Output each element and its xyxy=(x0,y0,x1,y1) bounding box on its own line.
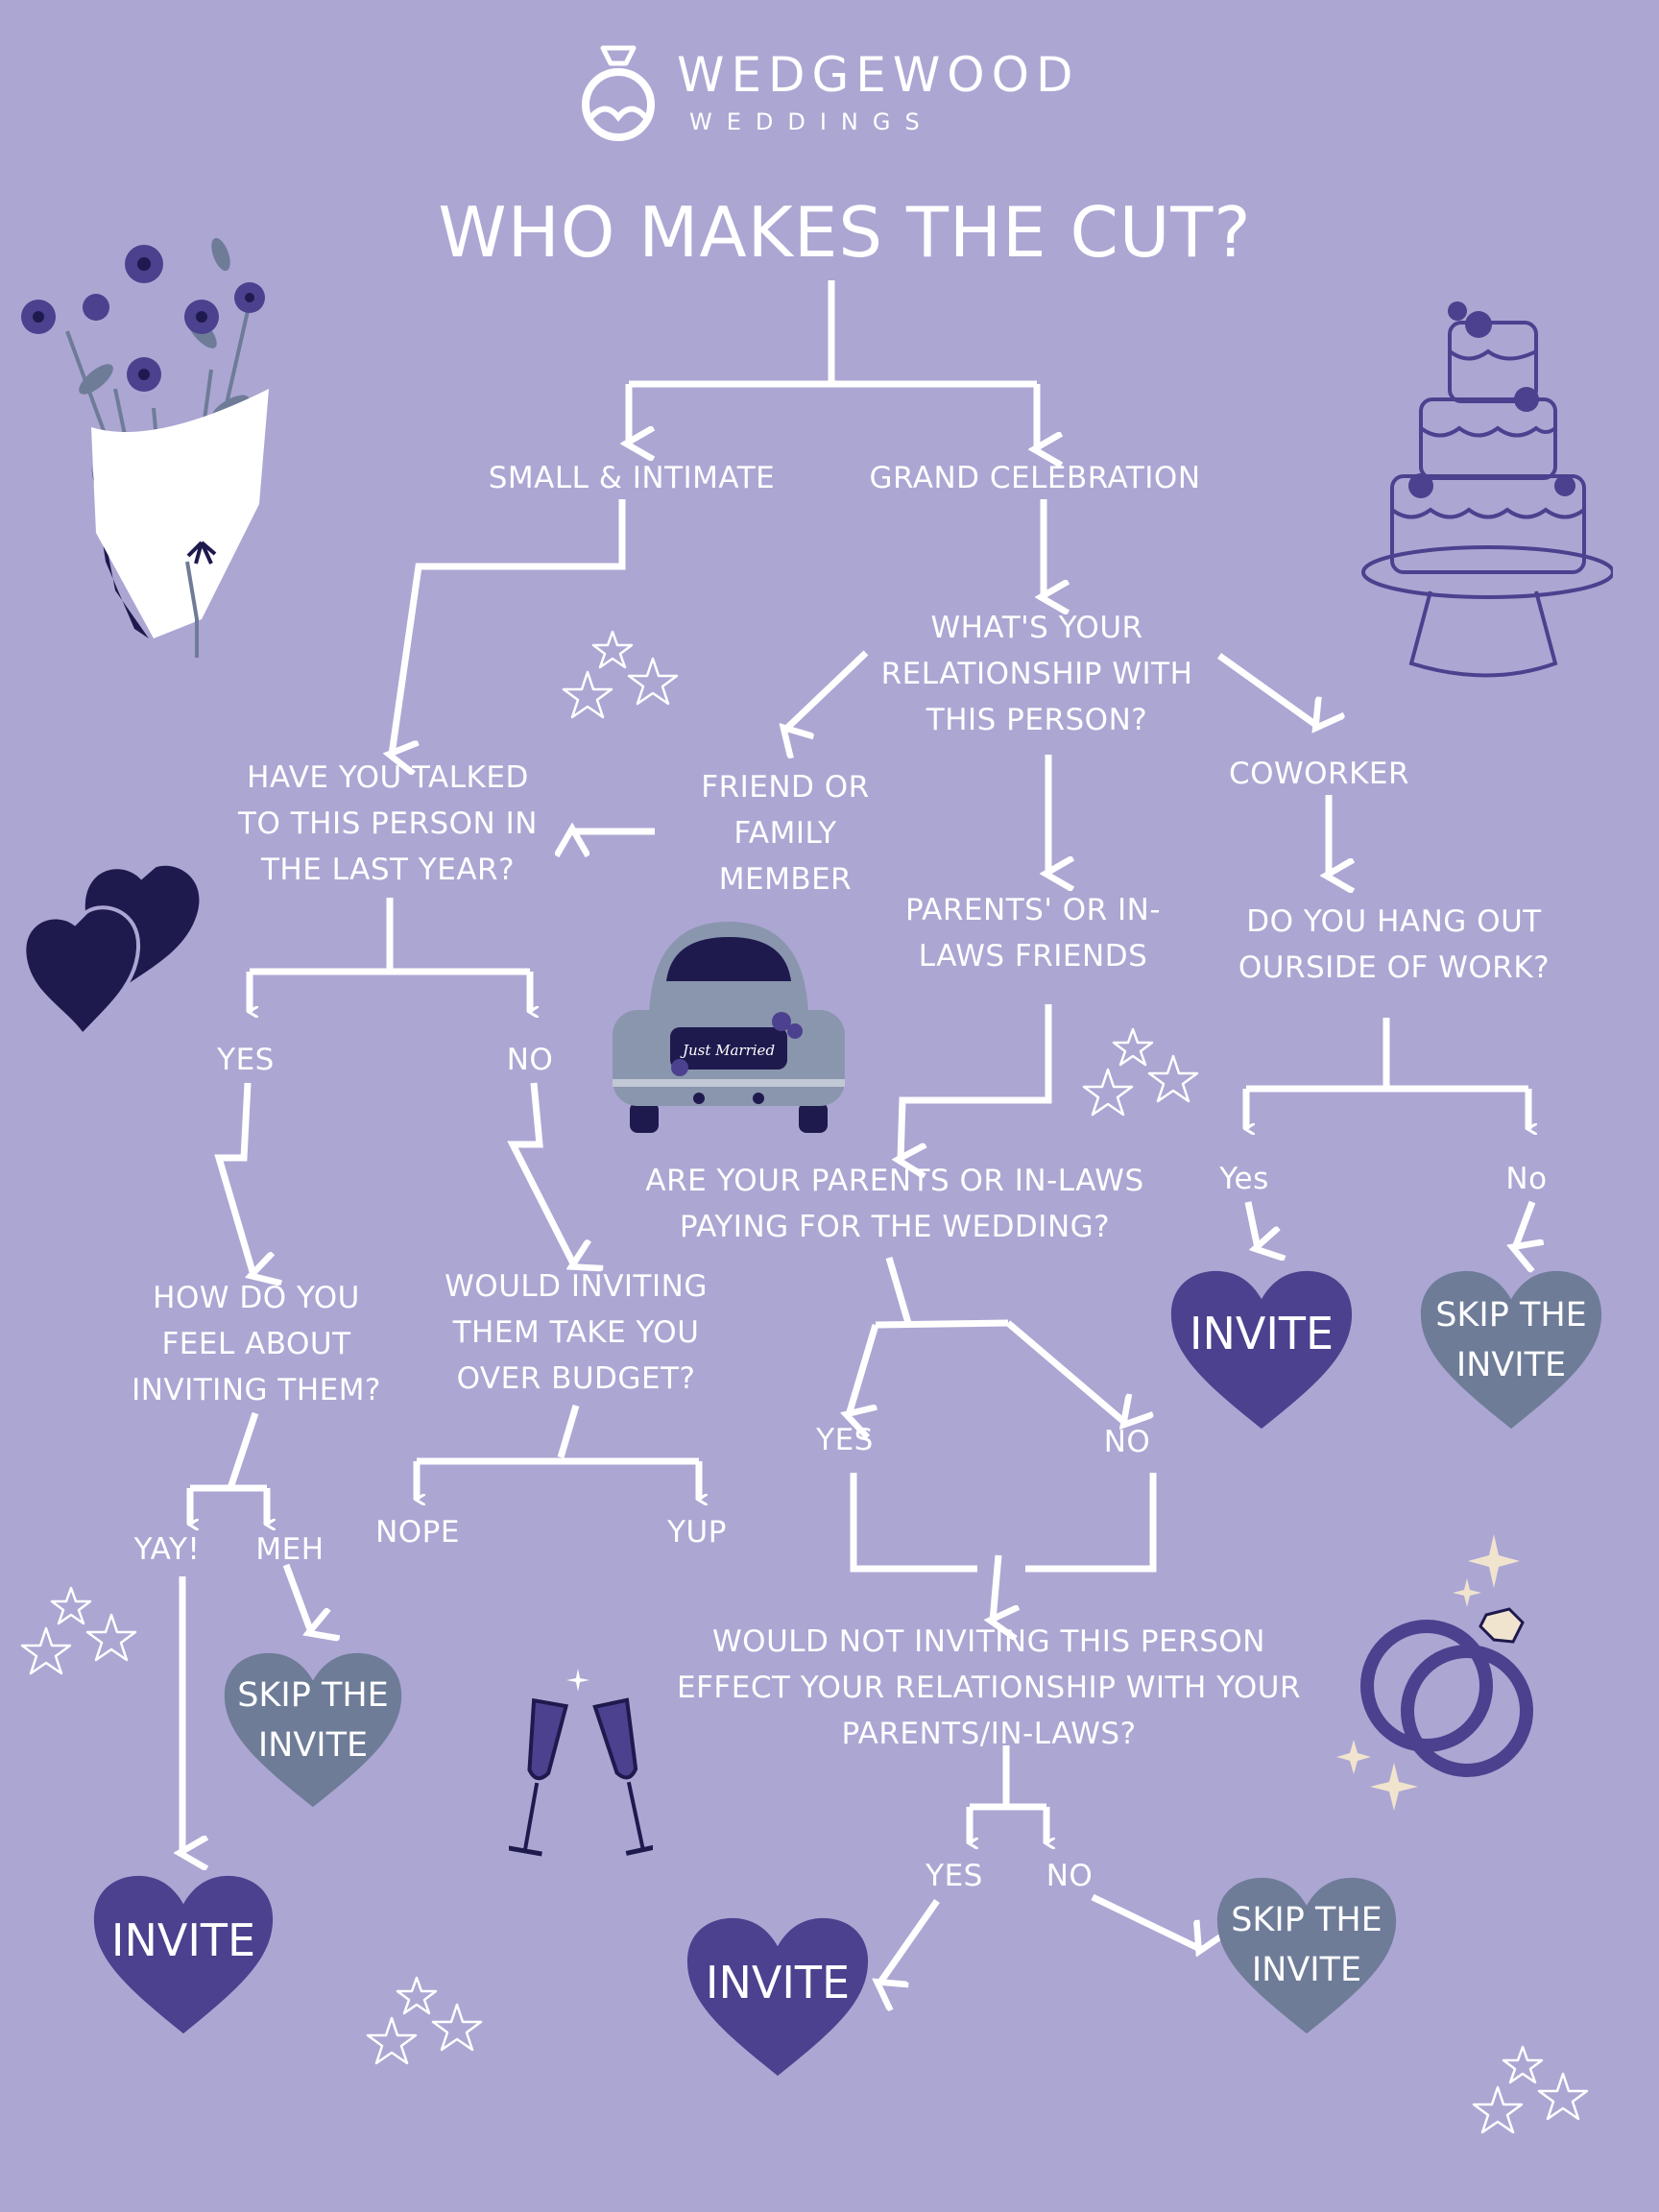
node-talked-yes: YES xyxy=(217,1043,275,1077)
hearts-icon xyxy=(22,865,200,1039)
outcome-invite-yay: INVITE xyxy=(90,1872,276,2037)
node-yup: YUP xyxy=(667,1515,727,1550)
node-coworker: COWORKER xyxy=(1228,757,1410,791)
node-parents-friends: PARENTS' OR IN-LAWS FRIENDS xyxy=(904,893,1162,974)
node-grand-celebration: GRAND CELEBRATION xyxy=(869,461,1201,495)
node-paying-no: NO xyxy=(1103,1425,1151,1459)
node-paying-yes: YES xyxy=(816,1423,874,1457)
stars-icon xyxy=(1472,2045,1589,2134)
logo-ring-icon xyxy=(582,45,655,141)
node-effect-yes: YES xyxy=(926,1859,983,1893)
brand-name: WEDGEWOOD xyxy=(677,47,1080,103)
node-hang-yes: Yes xyxy=(1219,1162,1269,1196)
outcome-invite-coworker: INVITE xyxy=(1167,1267,1356,1432)
stars-icon xyxy=(366,1976,483,2065)
brand-subtitle: WEDDINGS xyxy=(689,108,934,135)
rings-icon xyxy=(1336,1534,1533,1811)
champagne-glasses-icon xyxy=(509,1669,653,1857)
node-talked-no: NO xyxy=(506,1043,554,1077)
car-sign: Just Married xyxy=(680,1042,775,1059)
node-nope: NOPE xyxy=(375,1515,460,1550)
stars-icon xyxy=(562,630,679,719)
page-title: WHO MAKES THE CUT? xyxy=(438,192,1252,273)
node-yay: YAY! xyxy=(133,1532,201,1567)
stars-icon xyxy=(1082,1027,1199,1117)
outcome-invite-effect-yes: INVITE xyxy=(684,1914,872,2080)
node-hang-no: No xyxy=(1505,1162,1548,1196)
wedding-car-icon: Just Married xyxy=(613,922,845,1133)
node-meh: MEH xyxy=(255,1532,325,1567)
node-small-intimate: SMALL & INTIMATE xyxy=(488,461,776,495)
bouquet-icon xyxy=(21,237,269,658)
invite-label: INVITE xyxy=(705,1957,851,2008)
node-effect-no: NO xyxy=(1046,1859,1094,1893)
stars-icon xyxy=(20,1586,137,1675)
invite-label: INVITE xyxy=(110,1914,256,1966)
invite-label: INVITE xyxy=(1189,1308,1334,1359)
wedding-cake-icon xyxy=(1361,301,1613,678)
